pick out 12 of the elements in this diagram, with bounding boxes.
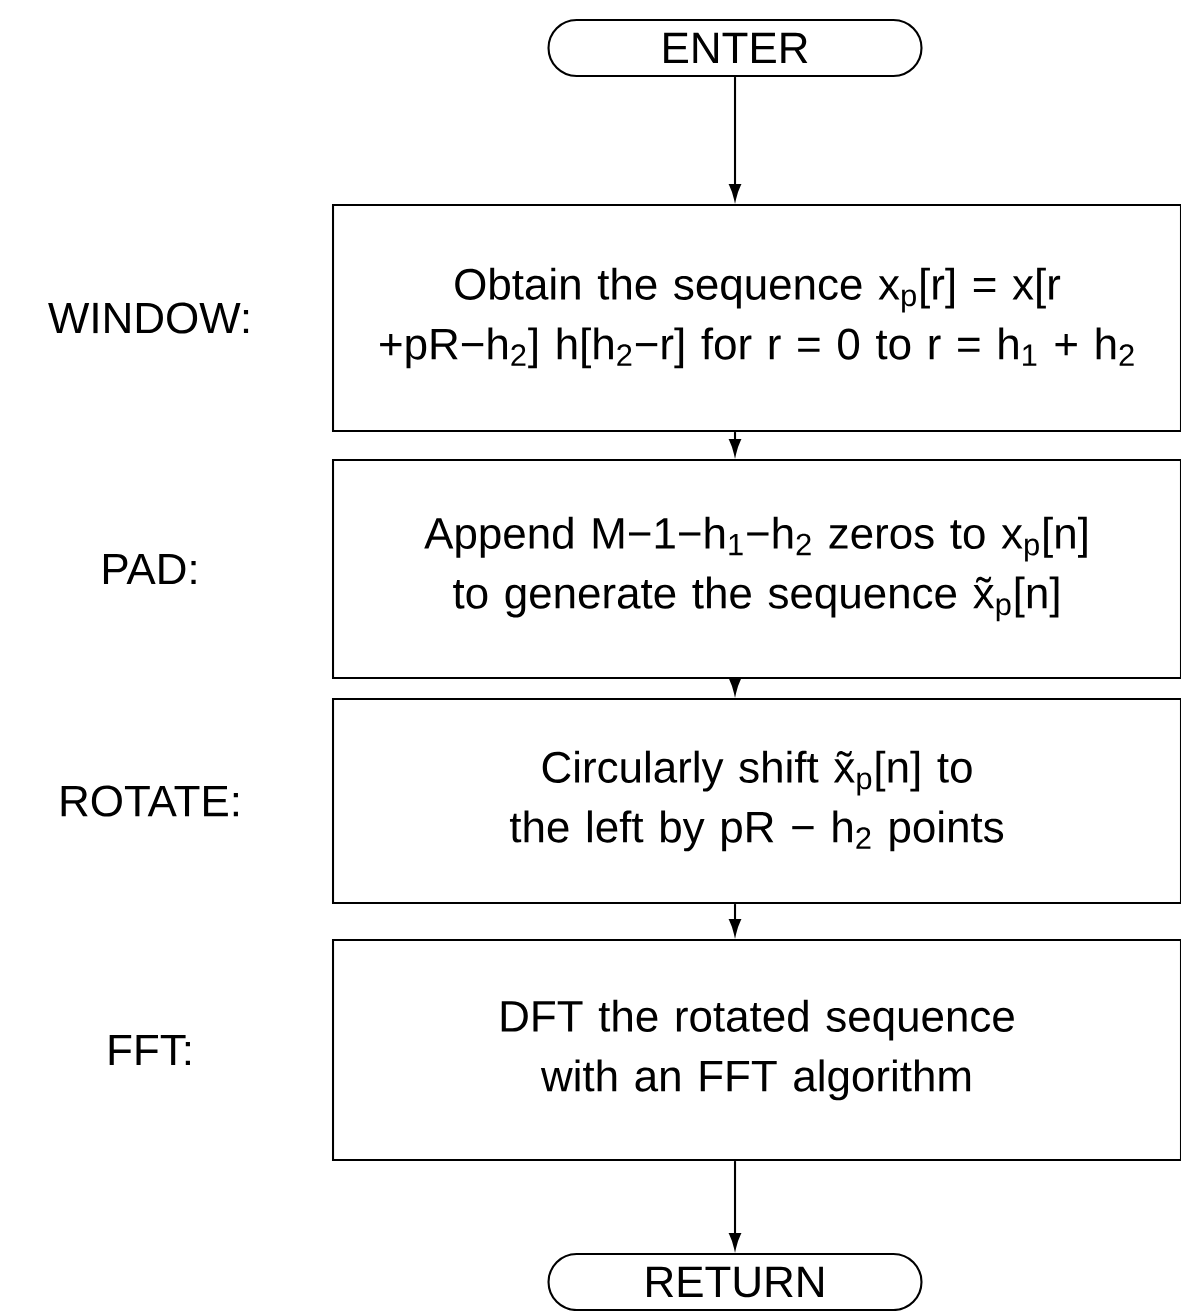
arrow bbox=[729, 432, 741, 456]
arrow bbox=[729, 904, 741, 936]
arrow bbox=[729, 677, 741, 695]
side-label: WINDOW: bbox=[48, 302, 249, 334]
side-label: ROTATE: bbox=[61, 785, 238, 817]
arrow bbox=[729, 1161, 741, 1250]
process-box: Circularly shift x̃$_{p}$[n] to the left by pR − h$_{2}$ points bbox=[331, 697, 1181, 905]
side-label: PAD: bbox=[103, 553, 196, 585]
process-box: Append M−1−h$_{1}$−h$_{2}$ zeros to x$_{p}$[n] to generate the sequence x̃$_{p}$[n] bbox=[331, 458, 1181, 680]
side-label: FFT: bbox=[109, 1034, 190, 1066]
process-box: Obtain the sequence x$_{p}$[r] = x[r +pR−h$_{2}$] h[h$_{2}$−r] for r = 0 to r = h$_{1}$ + h$_{2}$ bbox=[331, 203, 1181, 433]
process-box: DFT the rotated sequence with an FFT algorithm bbox=[331, 938, 1181, 1162]
